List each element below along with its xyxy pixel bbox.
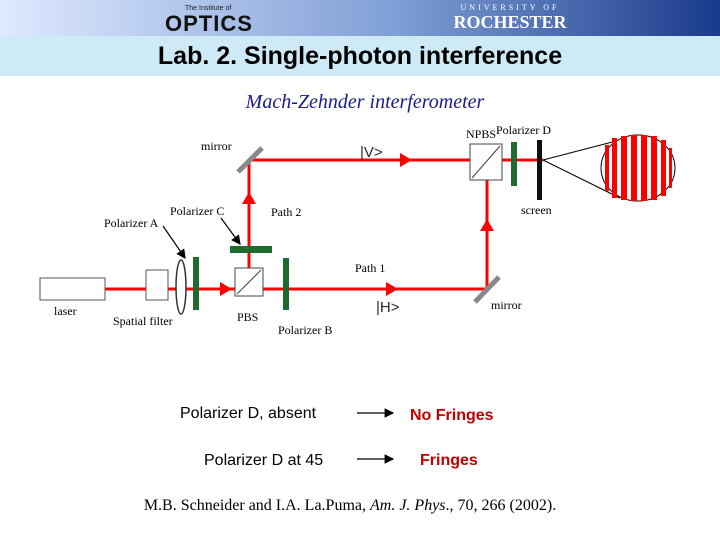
result-condition-1: Polarizer D, absent	[180, 405, 317, 422]
output-cone	[542, 139, 621, 199]
university-of-rochester-logo: UNIVERSITY OF ROCHESTER	[440, 3, 580, 35]
institute-of-optics-logo: The Institute of OPTICS	[165, 3, 265, 36]
citation-journal: Am. J. Phys	[370, 497, 446, 514]
mirror-bottom-label: mirror	[491, 298, 522, 312]
screen	[537, 140, 542, 200]
citation-details: ., 70, 266 (2002).	[445, 497, 557, 514]
beam-arrow	[242, 192, 256, 204]
screen-label: screen	[521, 203, 552, 217]
mirror-bottom-right	[473, 275, 501, 304]
result-condition-2: Polarizer D at 45	[204, 452, 323, 469]
result-outcome-2: Fringes	[420, 452, 478, 469]
beam-arrow	[480, 219, 494, 231]
slide-title: Lab. 2. Single-photon interference	[157, 42, 563, 70]
polarizer-a-label: Polarizer A	[104, 216, 159, 230]
citation-authors: M.B. Schneider and I.A. La.Puma,	[143, 497, 370, 514]
result-outcome-1: No Fringes	[410, 407, 494, 424]
beam-arrow	[220, 282, 232, 296]
polarizer-c	[230, 246, 272, 253]
beam-arrow	[400, 153, 412, 167]
polarizer-c-label: Polarizer C	[170, 204, 224, 218]
npbs-cube	[469, 143, 503, 181]
polarizer-a	[193, 257, 199, 310]
pbs-cube	[234, 267, 264, 297]
diagram-subtitle: Mach-Zehnder interferometer	[245, 91, 485, 113]
logo-small-text: The Institute of	[185, 5, 232, 12]
ket-v-label: |V>	[360, 144, 383, 161]
title-band	[0, 36, 720, 76]
npbs-label: NPBS	[466, 127, 496, 141]
logo-big-text: OPTICS	[165, 11, 253, 36]
polarizer-a-pointer	[162, 225, 186, 259]
citation: M.B. Schneider and I.A. La.Puma, Am. J. …	[0, 497, 700, 515]
pbs-label: PBS	[237, 310, 258, 324]
fringe-pattern	[600, 134, 676, 202]
mirror-top-left	[236, 146, 264, 174]
laser-label: laser	[54, 304, 77, 318]
laser-body	[39, 277, 106, 301]
beam-arrow	[386, 282, 398, 296]
path2-label: Path 2	[271, 205, 301, 219]
polarizer-b-label: Polarizer B	[278, 323, 332, 337]
polarizer-c-pointer	[220, 217, 241, 245]
ket-h-label: |H>	[376, 299, 400, 316]
path1-label: Path 1	[355, 261, 385, 275]
header-banner: The Institute of OPTICS UNIVERSITY OF RO…	[0, 0, 720, 36]
mirror-top-label: mirror	[201, 139, 232, 153]
logo-big-text: ROCHESTER	[453, 12, 567, 32]
polarizer-d-label: Polarizer D	[496, 123, 551, 137]
polarizer-d	[511, 142, 517, 186]
polarizer-b	[283, 258, 289, 310]
logo-small-text: UNIVERSITY OF	[460, 3, 560, 12]
spatial-filter	[145, 269, 169, 301]
spatial-filter-label: Spatial filter	[113, 314, 173, 328]
lens	[175, 259, 187, 315]
